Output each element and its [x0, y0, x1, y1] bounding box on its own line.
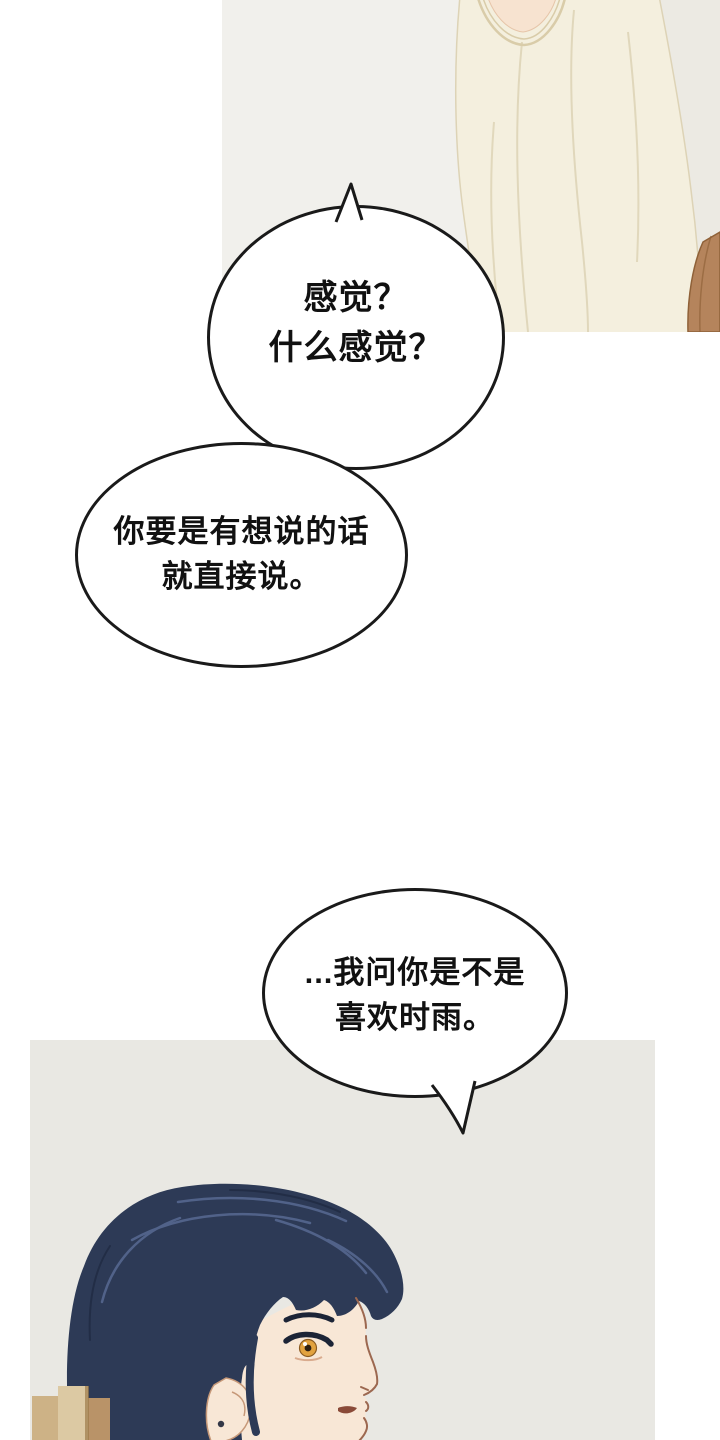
bottom-panel-illustration: [30, 1040, 655, 1440]
furniture: [32, 1386, 110, 1440]
sweater-fold-lines: [490, 9, 640, 332]
bubble-3-tail: [430, 1080, 477, 1135]
speech-bubble-3: ...我问你是不是 喜欢时雨。: [262, 888, 568, 1098]
bubble-1-tail: [334, 182, 364, 223]
bubble-3-line-1: ...我问你是不是: [304, 955, 526, 991]
bubble-1-line-2: 什么感觉？: [268, 328, 444, 367]
profile-outline: [355, 1297, 379, 1440]
eye-pupil: [304, 1344, 312, 1352]
character-neck-skin: [488, 0, 556, 33]
character-sweater: [454, 0, 703, 332]
speech-bubble-1: 感觉？ 什么感觉？: [207, 205, 505, 470]
eyebrow: [283, 1312, 335, 1323]
chair-back: [687, 231, 720, 332]
chair-edge-line: [699, 235, 712, 332]
hair-shadow-strands: [88, 1189, 341, 1341]
bubble-2-line-2: 就直接说。: [161, 559, 322, 594]
lower-eyelid-line: [294, 1356, 323, 1362]
bubble-3-line-2: 喜欢时雨。: [335, 1000, 495, 1035]
bubble-1-line-1: 感觉？: [303, 279, 409, 318]
speech-bubble-2: 你要是有想说的话 就直接说。: [75, 442, 408, 668]
sideburn-strand: [245, 1334, 260, 1436]
panel-bottom: [30, 1040, 655, 1440]
eye-highlight: [303, 1342, 307, 1346]
upper-eyelash: [283, 1331, 334, 1347]
character-hair: [66, 1183, 404, 1440]
sweater-collar: [477, 0, 566, 47]
nostril-line: [360, 1386, 369, 1391]
mouth: [338, 1406, 357, 1414]
earring: [217, 1420, 225, 1428]
bubble-2-line-1: 你要是有想说的话: [113, 514, 370, 550]
hair-highlight-strands: [100, 1196, 389, 1304]
ear-inner-line: [231, 1391, 246, 1417]
